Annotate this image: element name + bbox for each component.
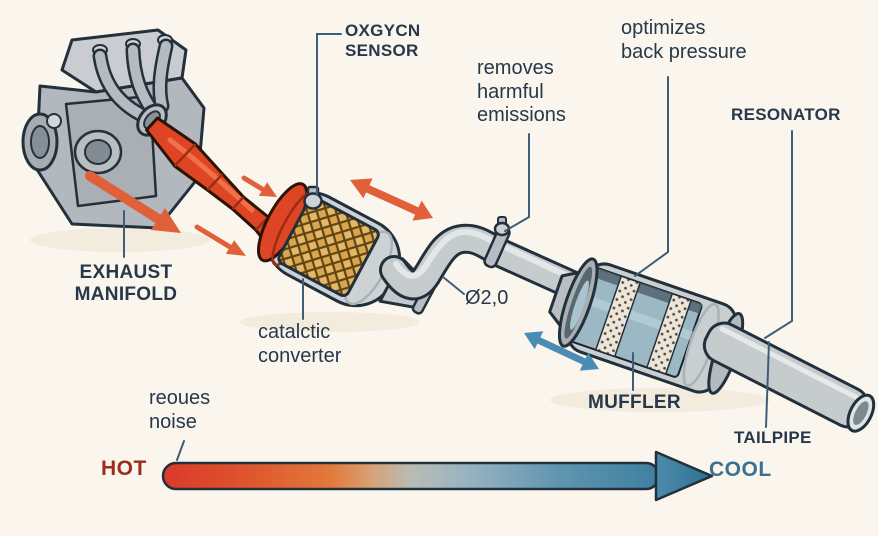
leader-reduces-noise — [176, 440, 185, 461]
temperature-gradient-arrow — [161, 450, 714, 502]
label-pipe-diameter: Ø2,0 — [465, 287, 509, 309]
flex-pipe — [379, 223, 589, 301]
label-exhaust-manifold: EXHAUST MANIFOLD — [74, 262, 178, 306]
hot-flow-arrows — [85, 171, 433, 256]
label-reduces-noise: reoues noise — [149, 387, 211, 433]
leader-removes-emissions — [504, 133, 530, 232]
engine-block — [21, 28, 206, 230]
label-optimizes-back-pressure: optimizes back pressure — [621, 17, 747, 63]
gradient-arrowhead-icon — [654, 450, 714, 502]
label-tailpipe: TAILPIPE — [734, 428, 812, 447]
label-muffler: MUFFLER — [588, 392, 681, 413]
label-resonator: RESONATOR — [731, 105, 841, 124]
label-oxygen-sensor: OXGYCN SENSOR — [345, 21, 421, 61]
oxygen-sensor-icon — [303, 185, 323, 210]
label-catalytic-converter: catalctic converter — [258, 321, 342, 367]
vibration-double-arrow-icon — [350, 178, 433, 221]
leader-resonator — [764, 130, 793, 339]
catalytic-converter — [257, 182, 437, 315]
label-removes-emissions: removes harmful emissions — [477, 57, 566, 127]
leader-oxygen-sensor — [316, 33, 342, 196]
leader-lines — [123, 33, 793, 461]
muffler — [548, 257, 745, 395]
second-oxygen-sensor-icon — [493, 216, 511, 237]
hot-flow-arrow-icon — [241, 175, 265, 192]
hot-flow-arrow-icon — [194, 224, 233, 250]
leader-optimizes-back-pressure — [634, 76, 669, 277]
cool-flow-double-arrow-icon — [524, 331, 599, 371]
leader-tailpipe — [765, 341, 770, 428]
perforated-band — [645, 292, 693, 375]
label-hot: HOT — [101, 457, 147, 480]
tailpipe — [702, 321, 876, 433]
leader-pipe-diameter — [442, 276, 465, 295]
label-cool: COOL — [709, 458, 772, 481]
catalyst-mesh-window — [277, 196, 380, 298]
hot-flow-arrow-icon — [85, 171, 165, 225]
perforated-band — [594, 275, 642, 358]
